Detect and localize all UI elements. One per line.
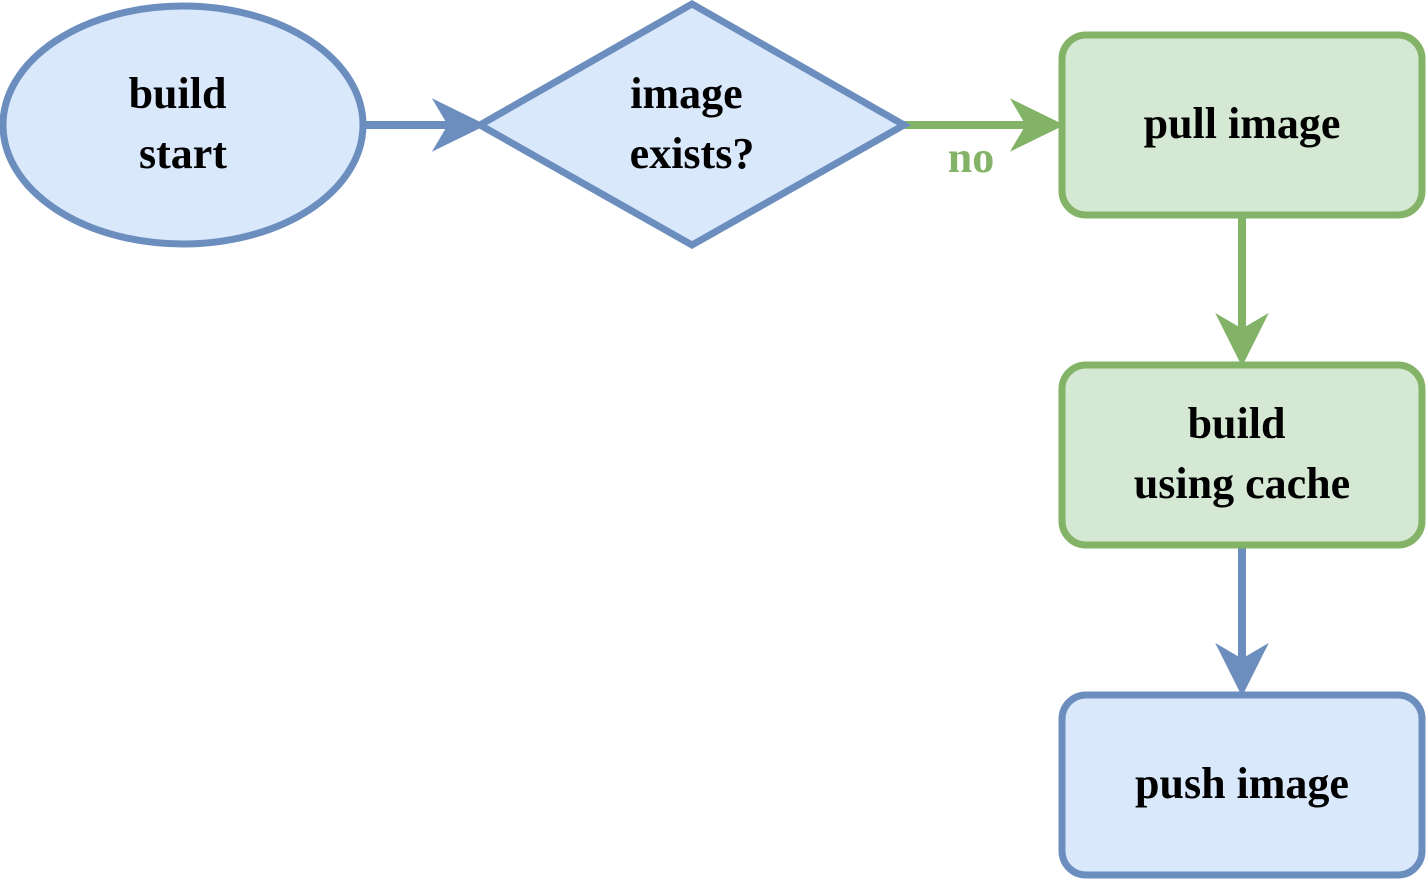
node-build-start-label: build start xyxy=(129,69,238,178)
node-build-using-cache-shape xyxy=(1058,361,1426,549)
edge-pull-to-build xyxy=(1215,216,1269,367)
edge-build-to-push xyxy=(1215,546,1269,697)
node-build-using-cache-label: build using cache xyxy=(1134,399,1350,508)
node-push-image-label: push image xyxy=(1135,759,1349,808)
edge-start-to-decision xyxy=(364,98,487,152)
edge-pull-to-build-arrowhead xyxy=(1215,312,1269,367)
edge-label-no: no xyxy=(948,133,994,182)
node-image-exists: image exists? xyxy=(472,0,912,250)
edge-build-to-push-arrowhead xyxy=(1215,642,1269,697)
node-pull-image-shape xyxy=(1058,31,1426,219)
node-push-image: push image xyxy=(1058,691,1426,879)
edge-start-to-decision-arrowhead xyxy=(431,98,487,152)
edge-decision-to-pull: no xyxy=(904,98,1065,182)
node-build-start: build start xyxy=(0,2,367,248)
node-build-using-cache: build using cache xyxy=(1058,361,1426,549)
node-build-start-shape xyxy=(0,2,367,248)
node-image-exists-label: image exists? xyxy=(630,69,755,178)
node-pull-image-label: pull image xyxy=(1144,99,1341,148)
node-image-exists-shape xyxy=(472,0,912,250)
node-pull-image: pull image xyxy=(1058,31,1426,219)
node-push-image-shape xyxy=(1058,691,1426,879)
edge-decision-to-pull-arrowhead xyxy=(1009,98,1065,152)
